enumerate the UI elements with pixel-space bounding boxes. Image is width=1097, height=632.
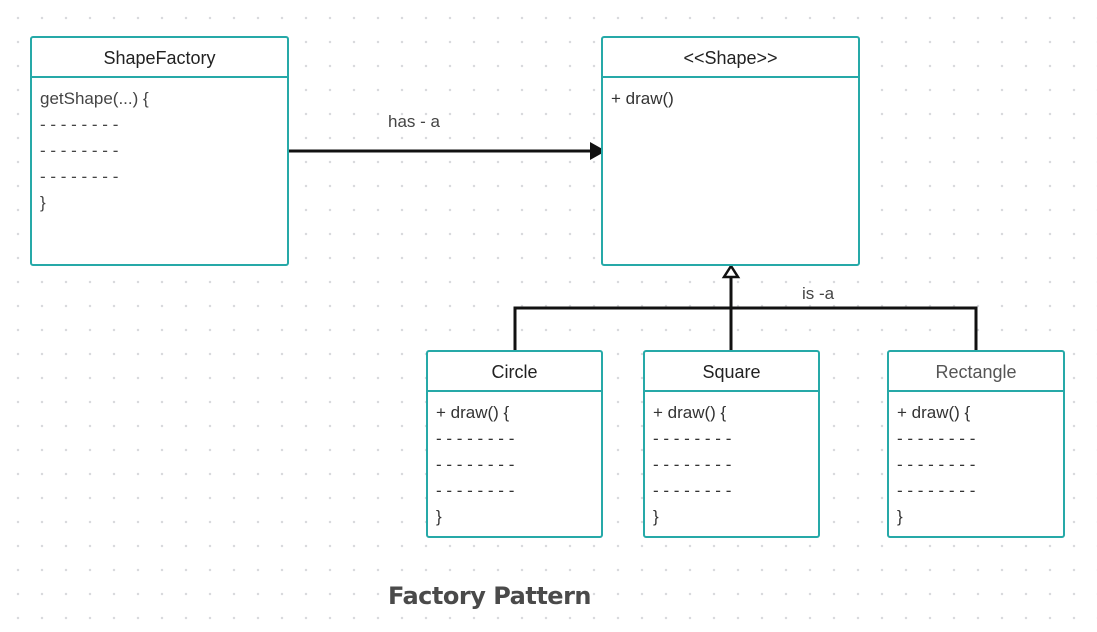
method-line: - - - - - - - - [40, 141, 119, 160]
inheritance-arrowhead [721, 263, 741, 279]
method-line: - - - - - - - - [436, 455, 515, 474]
method-line: - - - - - - - - [436, 429, 515, 448]
method-line: + draw() { [653, 403, 727, 422]
method-line: + draw() { [897, 403, 971, 422]
class-body: + draw() { - - - - - - - - - - - - - - -… [645, 392, 818, 530]
method-line: - - - - - - - - [897, 481, 976, 500]
class-rectangle[interactable]: Rectangle + draw() { - - - - - - - - - -… [887, 350, 1065, 538]
class-body: + draw() [603, 78, 858, 112]
method-line: - - - - - - - - [653, 481, 732, 500]
method-line: + draw() { [436, 403, 510, 422]
inheritance-label: is -a [802, 284, 835, 303]
method-line: } [897, 507, 903, 526]
method-line: + draw() [611, 89, 674, 108]
method-line: - - - - - - - - [40, 115, 119, 134]
diagram-title: Factory Pattern [388, 582, 592, 610]
class-body: + draw() { - - - - - - - - - - - - - - -… [428, 392, 601, 530]
method-line: - - - - - - - - [897, 455, 976, 474]
class-name: Square [645, 352, 818, 392]
method-line: getShape(...) { [40, 89, 149, 108]
method-line: - - - - - - - - [897, 429, 976, 448]
method-line: - - - - - - - - [653, 455, 732, 474]
class-square[interactable]: Square + draw() { - - - - - - - - - - - … [643, 350, 820, 538]
rectangle-inheritance-line [731, 306, 978, 350]
class-name: <<Shape>> [603, 38, 858, 78]
method-line: } [436, 507, 442, 526]
class-circle[interactable]: Circle + draw() { - - - - - - - - - - - … [426, 350, 603, 538]
class-name: ShapeFactory [32, 38, 287, 78]
method-line: } [40, 193, 46, 212]
method-line: } [653, 507, 659, 526]
class-name: Circle [428, 352, 601, 392]
class-shape-interface[interactable]: <<Shape>> + draw() [601, 36, 860, 266]
class-body: getShape(...) { - - - - - - - - - - - - … [32, 78, 287, 216]
class-shape-factory[interactable]: ShapeFactory getShape(...) { - - - - - -… [30, 36, 289, 266]
inheritance-connector[interactable] [513, 263, 978, 350]
class-body: + draw() { - - - - - - - - - - - - - - -… [889, 392, 1063, 530]
association-arrow[interactable] [288, 142, 606, 160]
class-name: Rectangle [889, 352, 1063, 392]
method-line: - - - - - - - - [653, 429, 732, 448]
association-label: has - a [388, 112, 440, 131]
method-line: - - - - - - - - [436, 481, 515, 500]
method-line: - - - - - - - - [40, 167, 119, 186]
circle-inheritance-line [513, 306, 731, 350]
